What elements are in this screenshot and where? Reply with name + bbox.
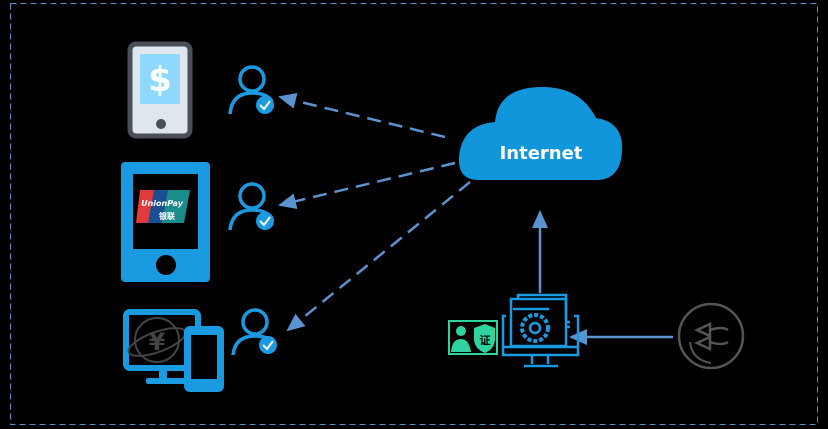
dashed-frame [10, 3, 818, 425]
unionpay-text: UnionPay [141, 199, 184, 208]
user-verified-icon [228, 182, 274, 231]
arrow-cloud-to-user-3 [286, 181, 471, 332]
desktop-and-phone-icon: ¥ [123, 309, 224, 392]
internet-cloud-icon: Internet [458, 86, 623, 180]
arrow-cloud-to-user-2 [278, 161, 456, 210]
arrow-cloud-to-user-1 [278, 92, 446, 139]
unionpay-tablet-icon: UnionPay 银联 [121, 162, 210, 282]
unionpay-cn-text: 银联 [158, 211, 175, 221]
gateway-exchange-icon [677, 302, 745, 370]
mobile-payment-phone-icon: $ [127, 41, 193, 139]
yen-symbol: ¥ [149, 328, 166, 356]
dollar-symbol: $ [148, 60, 172, 100]
internet-label: Internet [500, 143, 583, 164]
user-verified-icon [228, 65, 274, 115]
user-verified-icon [231, 308, 277, 356]
certificate-badge-text: 证 [480, 334, 491, 347]
identity-certificate-icon: 证 [448, 320, 498, 355]
server-settings-monitor-icon [501, 293, 580, 368]
